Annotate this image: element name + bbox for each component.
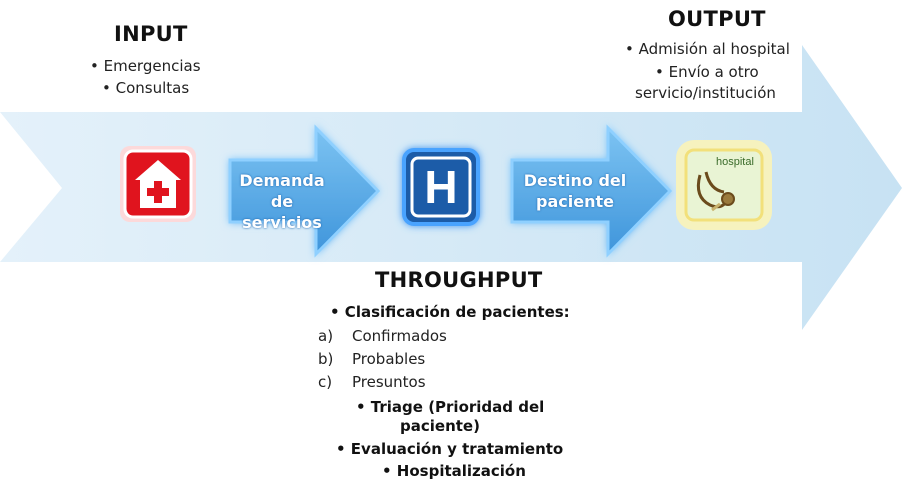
throughput-sub-item-a: a) Confirmados bbox=[318, 327, 447, 345]
throughput-classification: • Clasificación de pacientes: bbox=[330, 303, 570, 321]
throughput-sub-item-c: c) Presuntos bbox=[318, 373, 426, 391]
hospital-house-cross-icon bbox=[120, 146, 196, 222]
demand-arrow-line-2: de servicios bbox=[242, 192, 322, 232]
sub-item-label: Confirmados bbox=[352, 327, 447, 345]
input-title: INPUT bbox=[114, 22, 188, 46]
throughput-title: THROUGHPUT bbox=[375, 268, 543, 292]
output-item-envio: • Envío a otro bbox=[655, 63, 759, 81]
input-item-consultas: • Consultas bbox=[102, 79, 190, 97]
throughput-evaluation: • Evaluación y tratamiento bbox=[336, 440, 564, 458]
throughput-triage-line-2: paciente) bbox=[400, 417, 480, 435]
demand-arrow-label: Demanda de servicios bbox=[232, 170, 332, 233]
sub-item-label: Presuntos bbox=[352, 373, 426, 391]
throughput-triage-line-1: • Triage (Prioridad del bbox=[356, 398, 545, 416]
throughput-sub-item-b: b) Probables bbox=[318, 350, 425, 368]
hospital-icon-label: hospital bbox=[716, 156, 754, 168]
throughput-hospitalization: • Hospitalización bbox=[382, 462, 526, 480]
destination-arrow-line-2: paciente bbox=[536, 192, 614, 211]
output-title: OUTPUT bbox=[668, 7, 766, 31]
destination-arrow bbox=[510, 124, 673, 258]
sub-item-marker: c) bbox=[318, 373, 333, 391]
sub-item-marker: b) bbox=[318, 350, 334, 368]
output-item-admision: • Admisión al hospital bbox=[625, 40, 790, 58]
stethoscope-icon bbox=[676, 140, 772, 230]
sub-item-marker: a) bbox=[318, 327, 334, 345]
sub-item-label: Probables bbox=[352, 350, 426, 368]
input-item-emergencias: • Emergencias bbox=[90, 57, 201, 75]
output-item-servicio: servicio/institución bbox=[635, 84, 776, 102]
destination-arrow-line-1: Destino del bbox=[523, 171, 627, 190]
hospital-h-letter: H bbox=[424, 161, 458, 213]
demand-arrow bbox=[228, 124, 381, 258]
destination-arrow-label: Destino del paciente bbox=[520, 170, 630, 212]
hospital-h-sign-icon bbox=[402, 148, 480, 226]
demand-arrow-line-1: Demanda bbox=[239, 171, 325, 190]
